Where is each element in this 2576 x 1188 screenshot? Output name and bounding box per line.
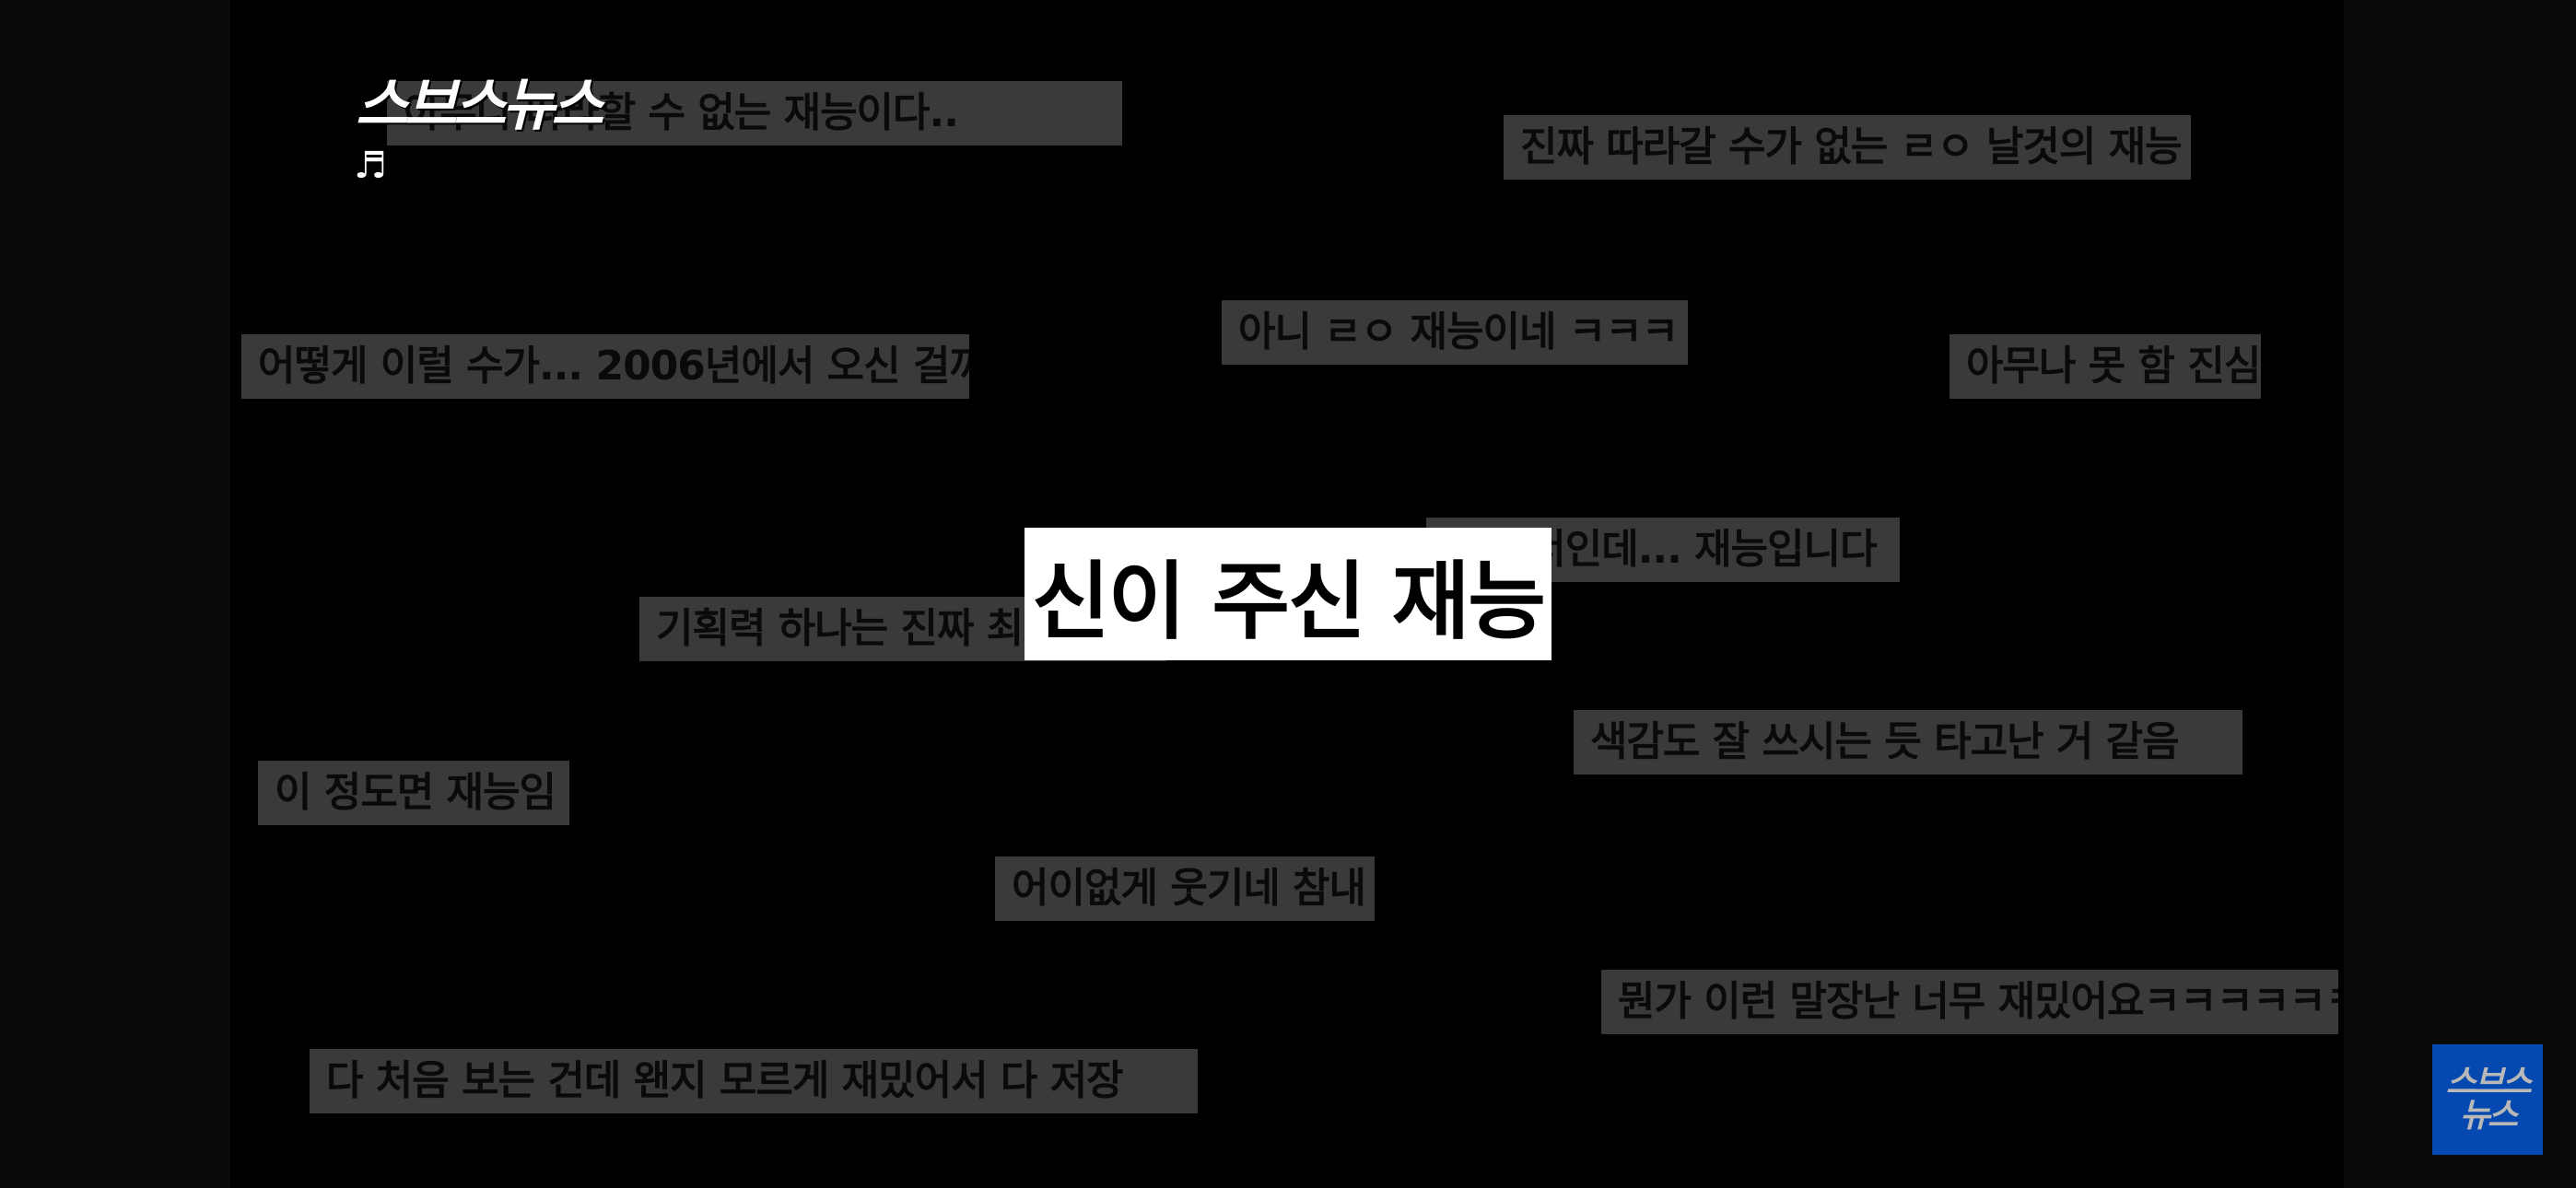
comment-caption: 진짜 따라갈 수가 없는 ㄹㅇ 날것의 재능: [1504, 115, 2191, 180]
comment-caption: 아니 ㄹㅇ 재능이네 ㅋㅋㅋ: [1222, 300, 1688, 365]
comment-caption: 어이없게 웃기네 참내: [995, 856, 1375, 921]
pillarbox-right: [2344, 0, 2576, 1188]
comment-caption: 다 처음 보는 건데 왠지 모르게 재밌어서 다 저장: [310, 1049, 1198, 1113]
headline-caption: 신이 주신 재능: [1025, 528, 1551, 660]
comment-caption: 이 정도면 재능임: [258, 761, 569, 825]
comment-caption: 아무나 못 함 진심: [1950, 334, 2261, 399]
comment-caption: 뭔가 이런 말장난 너무 재밌어요ㅋㅋㅋㅋㅋㅋ: [1601, 970, 2338, 1034]
watermark-line-1: 스브스: [2445, 1064, 2532, 1101]
music-note-icon: ♬: [354, 145, 387, 187]
watermark-line-2: 뉴스: [2459, 1097, 2518, 1135]
comment-caption: 색감도 잘 쓰시는 듯 타고난 거 같음: [1574, 710, 2242, 775]
comment-caption: 어떻게 이럴 수가... 2006년에서 오신 걸까: [241, 334, 969, 399]
channel-logo: 스브스뉴스: [356, 71, 603, 138]
channel-watermark-logo: 스브스 뉴스: [2432, 1044, 2543, 1155]
comment-caption: 아무나 따라할 수 없는 재능이다..: [387, 81, 1122, 146]
pillarbox-left: [0, 0, 230, 1188]
